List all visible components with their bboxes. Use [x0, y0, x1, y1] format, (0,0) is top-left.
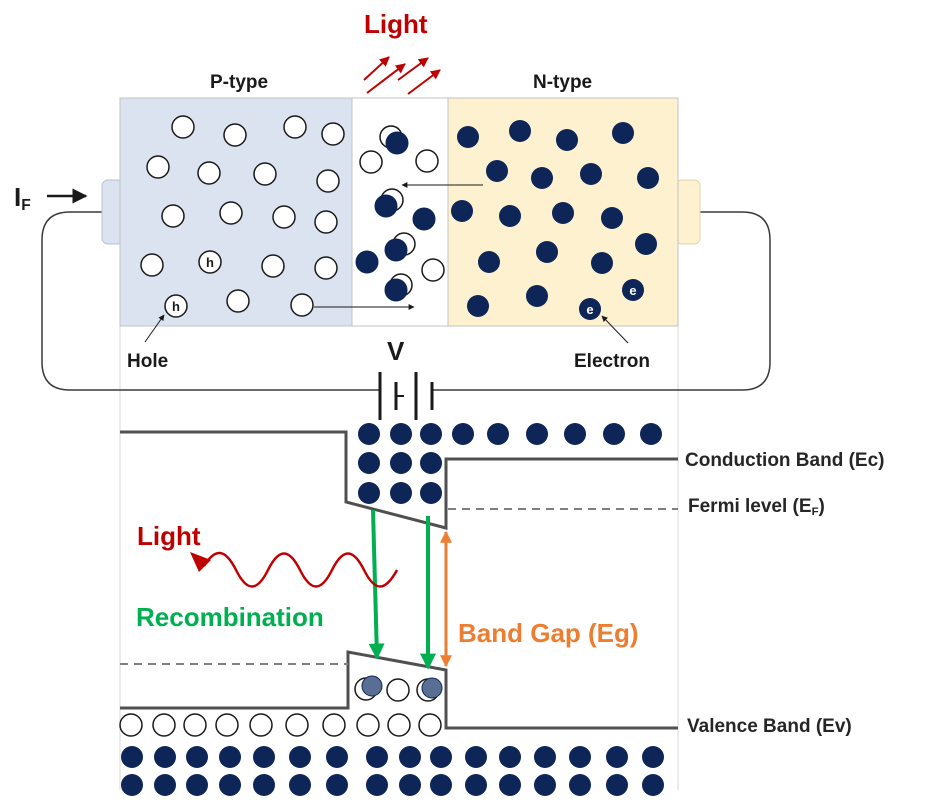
valence-band-line: [120, 650, 678, 730]
electron-pointer: [601, 315, 629, 344]
p-type-label: P-type: [210, 72, 269, 93]
band-diagram: [120, 430, 678, 730]
right-electrode: [675, 179, 701, 245]
recombination-label: Recombination: [136, 602, 324, 632]
valence-band-label: Valence Band (Ev): [687, 716, 852, 737]
hole-symbol: h: [172, 299, 180, 314]
current-subscript: F: [21, 196, 31, 214]
battery-icon: [378, 372, 434, 420]
recombining-electrons: [361, 675, 443, 699]
light-emitted-label: Light: [137, 521, 201, 551]
fermi-subscript: F: [811, 505, 819, 518]
depletion-electrons: [355, 131, 436, 302]
electron-symbol: e: [586, 302, 593, 317]
holes-p-region: [140, 115, 345, 318]
current-label: IF: [14, 184, 31, 213]
circuit-wire: [41, 211, 771, 391]
voltage-label: V: [387, 336, 405, 366]
fermi-close: ): [818, 496, 825, 517]
light-wave-arrowhead: [190, 552, 211, 572]
valence-electrons: [121, 746, 664, 796]
conduction-band-label: Conduction Band (Ec): [685, 450, 885, 471]
current-main: I: [14, 182, 22, 212]
electrons-n-region: [451, 120, 659, 320]
hole-label: Hole: [127, 351, 169, 372]
hole-pointer: [144, 314, 165, 343]
fermi-main: Fermi level (E: [688, 496, 812, 517]
electron-symbol: e: [629, 283, 636, 298]
light-top-label: Light: [364, 9, 428, 39]
fermi-level-label: Fermi level (EF): [688, 497, 825, 518]
light-rays-icon: [363, 56, 441, 95]
hole-symbol: h: [206, 255, 214, 270]
conduction-electrons: [358, 423, 662, 504]
conduction-band-line: [120, 430, 678, 530]
light-wave-icon: [202, 551, 399, 588]
band-gap-label: Band Gap (Eg): [458, 618, 639, 648]
n-type-label: N-type: [533, 72, 593, 93]
electron-label: Electron: [574, 351, 651, 372]
